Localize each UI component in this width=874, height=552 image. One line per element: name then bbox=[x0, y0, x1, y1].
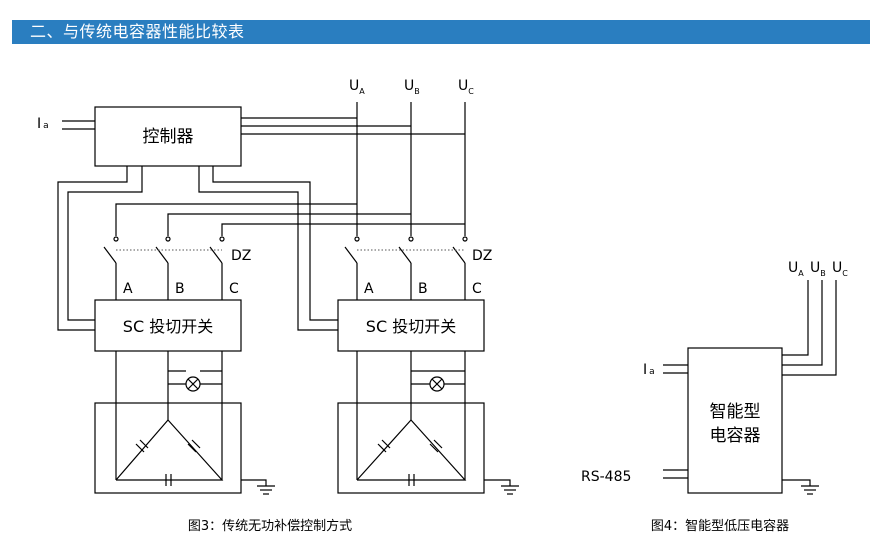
fig4-ub-label: UB bbox=[810, 260, 826, 278]
sc1-phase-a-label: A bbox=[123, 281, 133, 297]
fig3-feed-c bbox=[221, 223, 465, 236]
fig4-ua-label: UA bbox=[788, 260, 804, 278]
sc2-switch-label: SC 投切开关 bbox=[366, 317, 456, 336]
sc1-cap-enclosure bbox=[94, 402, 242, 494]
sc1-capacitor-bank bbox=[94, 351, 275, 495]
fig3-ub-label: UB bbox=[404, 78, 420, 96]
fig3-ctrl-wire-1b bbox=[67, 166, 143, 321]
sc1-switch-group bbox=[103, 236, 225, 300]
fig3-feed-b bbox=[167, 213, 411, 236]
smart-capacitor-box bbox=[687, 347, 783, 494]
sc1-switch-label: SC 投切开关 bbox=[123, 317, 213, 336]
controller-box bbox=[94, 106, 242, 167]
fig4-wire-uc bbox=[782, 280, 837, 376]
sc1-dz-label: DZ bbox=[231, 248, 251, 264]
sc2-dz-label: DZ bbox=[472, 248, 492, 264]
fig4-ground-icon bbox=[782, 479, 819, 495]
sc2-switch-group bbox=[344, 236, 468, 300]
sc2-phase-b-label: B bbox=[418, 281, 428, 297]
sc2-cap-enclosure bbox=[337, 402, 485, 494]
fig3-feed-a bbox=[115, 203, 357, 236]
sc2-phase-c-label: C bbox=[472, 281, 482, 297]
section-title: 二、与传统电容器性能比较表 bbox=[30, 22, 245, 41]
fig4-wire-ub bbox=[782, 280, 823, 366]
fig3-ua-label: UA bbox=[349, 78, 365, 96]
fig4-wire-ua bbox=[782, 280, 809, 356]
smart-capacitor-line1: 智能型 bbox=[710, 402, 761, 422]
fig3-ctrl-wire-2a bbox=[198, 166, 338, 331]
sc1-phase-b-label: B bbox=[175, 281, 185, 297]
fig4-caption: 图4：智能型低压电容器 bbox=[651, 518, 789, 534]
fig3-uc-label: UC bbox=[458, 78, 474, 96]
fig4-uc-label: UC bbox=[832, 260, 848, 278]
fig3-ctrl-wire-1a bbox=[57, 166, 128, 331]
smart-capacitor-line2: 电容器 bbox=[710, 426, 761, 446]
section-header: 二、与传统电容器性能比较表 bbox=[12, 20, 870, 44]
fig4-rs485-label: RS-485 bbox=[581, 469, 631, 485]
sc1-phase-c-label: C bbox=[229, 281, 239, 297]
controller-label: 控制器 bbox=[143, 127, 194, 147]
sc2-switch-box bbox=[337, 299, 485, 352]
fig3-ctrl-wire-2b bbox=[212, 166, 338, 321]
fig3-caption: 图3：传统无功补偿控制方式 bbox=[188, 518, 352, 534]
sc2-capacitor-bank bbox=[337, 351, 519, 495]
sc2-phase-a-label: A bbox=[364, 281, 374, 297]
